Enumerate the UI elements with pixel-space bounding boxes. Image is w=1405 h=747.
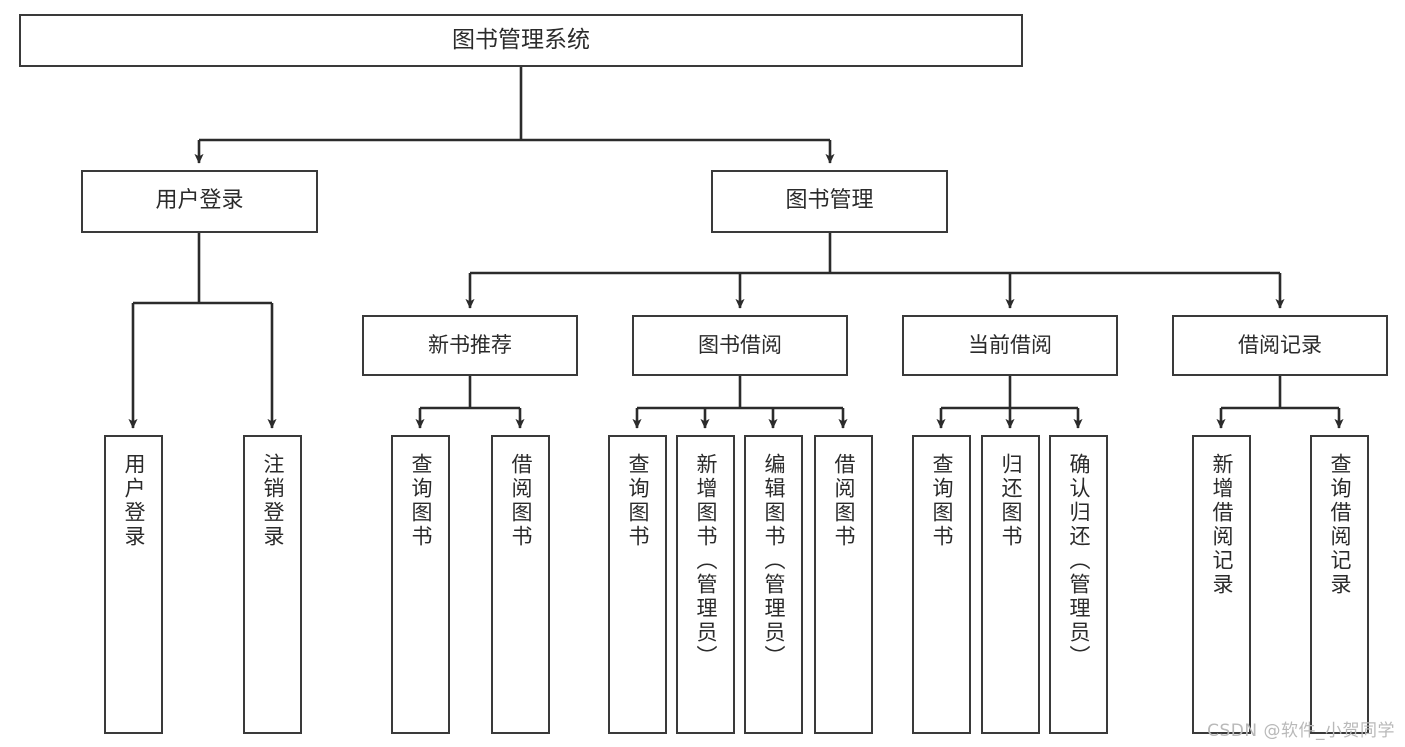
- leaf-edit-book-admin-label: 编辑图书（管理员）: [762, 453, 786, 669]
- leaf-query-book-borrow[interactable]: 查询图书: [608, 435, 667, 734]
- node-user-login-label: 用户登录: [155, 188, 244, 214]
- node-root-label: 图书管理系统: [452, 27, 590, 54]
- leaf-confirm-return-admin[interactable]: 确认归还（管理员）: [1049, 435, 1108, 734]
- leaf-query-borrow-record[interactable]: 查询借阅记录: [1310, 435, 1369, 734]
- node-book-management[interactable]: 图书管理: [711, 170, 948, 233]
- node-current-borrow-label: 当前借阅: [968, 332, 1052, 357]
- leaf-add-book-admin[interactable]: 新增图书（管理员）: [676, 435, 735, 734]
- leaf-add-borrow-record[interactable]: 新增借阅记录: [1192, 435, 1251, 734]
- node-borrow-record[interactable]: 借阅记录: [1172, 315, 1388, 376]
- node-borrow-record-label: 借阅记录: [1238, 332, 1322, 357]
- leaf-borrow-book-recommend-label: 借阅图书: [509, 453, 533, 549]
- watermark: CSDN @软件_小贺同学: [1207, 721, 1395, 741]
- leaf-borrow-book[interactable]: 借阅图书: [814, 435, 873, 734]
- node-book-management-label: 图书管理: [785, 188, 874, 214]
- leaf-user-login[interactable]: 用户登录: [104, 435, 163, 734]
- leaf-query-book-current-label: 查询图书: [930, 453, 954, 549]
- leaf-query-book-borrow-label: 查询图书: [626, 453, 650, 549]
- node-book-borrow[interactable]: 图书借阅: [632, 315, 848, 376]
- leaf-confirm-return-admin-label: 确认归还（管理员）: [1067, 453, 1091, 669]
- leaf-add-borrow-record-label: 新增借阅记录: [1210, 453, 1234, 597]
- leaf-edit-book-admin[interactable]: 编辑图书（管理员）: [744, 435, 803, 734]
- node-new-book-recommend[interactable]: 新书推荐: [362, 315, 578, 376]
- node-current-borrow[interactable]: 当前借阅: [902, 315, 1118, 376]
- leaf-query-borrow-record-label: 查询借阅记录: [1328, 453, 1352, 597]
- leaf-return-book-label: 归还图书: [999, 453, 1023, 549]
- leaf-query-book-recommend-label: 查询图书: [409, 453, 433, 549]
- node-user-login[interactable]: 用户登录: [81, 170, 318, 233]
- leaf-borrow-book-label: 借阅图书: [832, 453, 856, 549]
- leaf-logout[interactable]: 注销登录: [243, 435, 302, 734]
- leaf-query-book-current[interactable]: 查询图书: [912, 435, 971, 734]
- leaf-add-book-admin-label: 新增图书（管理员）: [694, 453, 718, 669]
- node-book-borrow-label: 图书借阅: [698, 332, 782, 357]
- leaf-user-login-label: 用户登录: [122, 453, 146, 549]
- node-new-book-recommend-label: 新书推荐: [428, 332, 512, 357]
- leaf-logout-label: 注销登录: [261, 453, 285, 549]
- leaf-return-book[interactable]: 归还图书: [981, 435, 1040, 734]
- leaf-borrow-book-recommend[interactable]: 借阅图书: [491, 435, 550, 734]
- leaf-query-book-recommend[interactable]: 查询图书: [391, 435, 450, 734]
- node-root[interactable]: 图书管理系统: [19, 14, 1023, 67]
